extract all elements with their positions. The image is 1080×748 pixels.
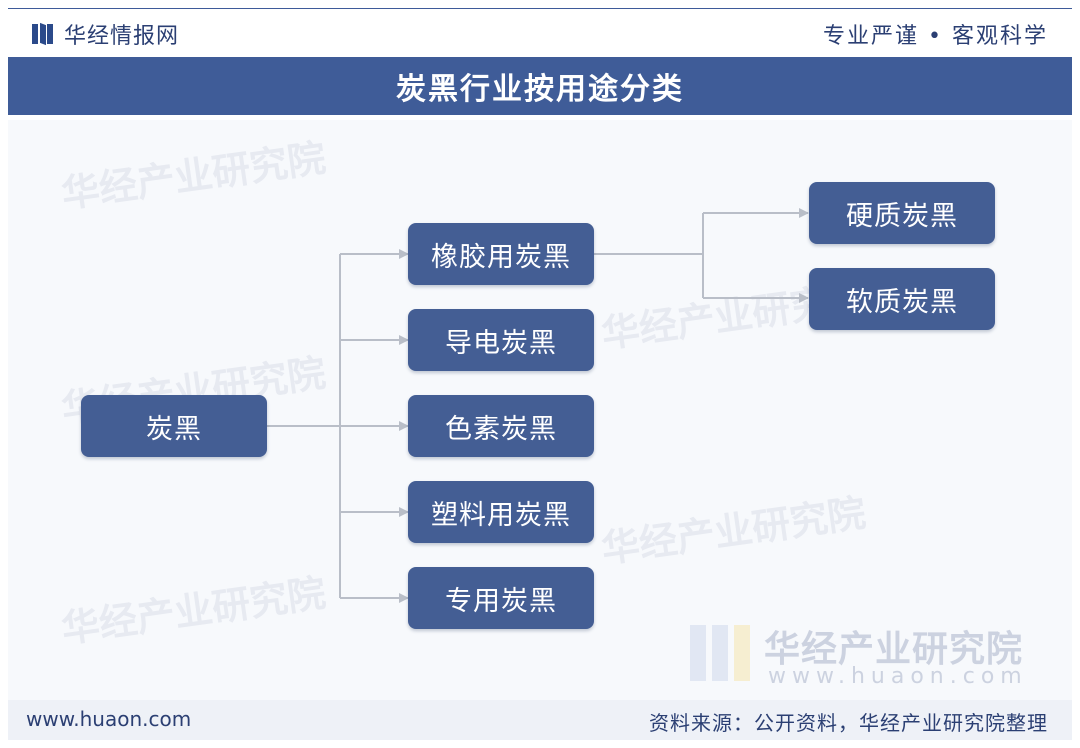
header-divider <box>8 8 1072 9</box>
footer-site-link[interactable]: www.huaon.com <box>26 707 192 731</box>
footer-bar: www.huaon.com 资料来源：公开资料，华经产业研究院整理 <box>8 700 1072 740</box>
brand-logo-icon <box>32 20 54 48</box>
brand-name: 华经情报网 <box>64 24 180 49</box>
title-bar: 炭黑行业按用途分类 <box>8 57 1072 115</box>
page-title: 炭黑行业按用途分类 <box>396 72 684 107</box>
watermark-brand: 华经产业研究院 <box>764 629 1024 670</box>
header-slogan: 专业严谨 • 客观科学 <box>823 24 1048 49</box>
node-conductive-carbon-black: 导电炭黑 <box>408 309 594 371</box>
watermark-url: www.huaon.com <box>768 664 1028 689</box>
node-soft-carbon-black: 软质炭黑 <box>809 268 995 330</box>
node-special-carbon-black: 专用炭黑 <box>408 567 594 629</box>
node-pigment-carbon-black: 色素炭黑 <box>408 395 594 457</box>
node-plastic-carbon-black: 塑料用炭黑 <box>408 481 594 543</box>
footer-source: 资料来源：公开资料，华经产业研究院整理 <box>649 711 1048 735</box>
node-root: 炭黑 <box>81 395 267 457</box>
header-brand: 华经情报网 <box>32 18 179 50</box>
node-hard-carbon-black: 硬质炭黑 <box>809 182 995 244</box>
watermark-logo-icon <box>690 625 754 681</box>
node-rubber-carbon-black: 橡胶用炭黑 <box>408 223 594 285</box>
